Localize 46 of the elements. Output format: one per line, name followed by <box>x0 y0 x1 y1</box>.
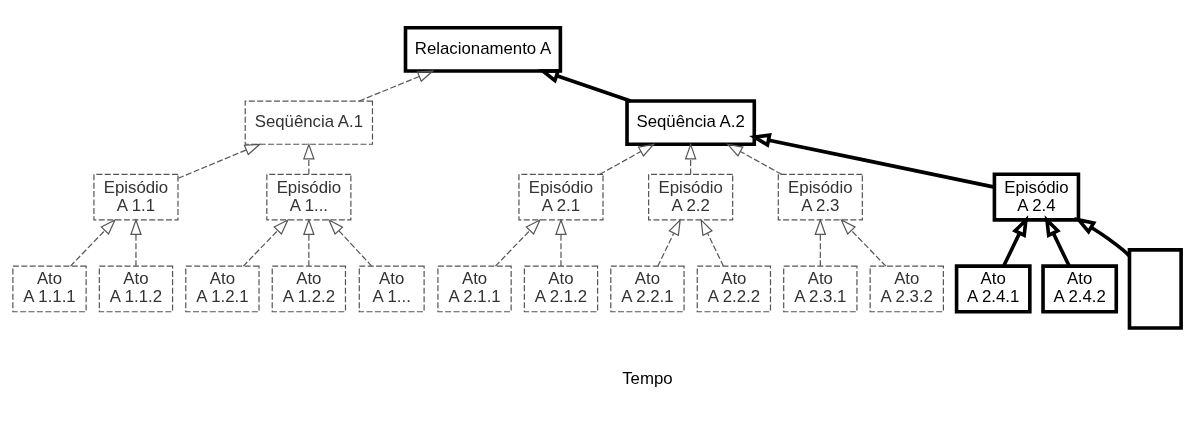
node-box: Ato A 1... <box>358 265 425 313</box>
arrow <box>749 133 995 189</box>
node-box: Episódio A 2.3 <box>777 173 863 221</box>
node-box: Seqüência A.1 <box>244 100 374 145</box>
node-box: Episódio A 2.4 <box>992 172 1081 222</box>
arrow <box>302 142 315 175</box>
node-box: Ato A 1.1.2 <box>98 265 174 313</box>
node-box: Ato A 1.1.1 <box>12 265 87 313</box>
arrow <box>700 218 724 267</box>
node-box: Ato A 2.4.1 <box>954 264 1032 314</box>
arrow <box>726 143 782 175</box>
node-box: Relacionamento A <box>403 26 563 73</box>
node-box: Episódio A 1.1 <box>93 173 179 221</box>
node-box: Episódio A 2.1 <box>518 173 604 221</box>
node-box: Ato A 2.3.2 <box>869 265 944 313</box>
node-box: Ato A 2.3.1 <box>783 265 858 313</box>
arrow <box>537 69 632 103</box>
arrow <box>302 218 315 267</box>
node-box: Ato A 2.2.1 <box>610 265 685 313</box>
arrow <box>599 143 656 175</box>
arrow <box>1074 217 1131 257</box>
arrow <box>494 218 542 267</box>
arrow <box>327 218 373 267</box>
arrow <box>130 218 142 267</box>
node-box: Episódio A 2.2 <box>648 173 734 221</box>
arrow <box>242 218 290 267</box>
node-box: Seqüência A.2 <box>625 99 757 147</box>
arrow <box>69 218 117 267</box>
arrow <box>1002 215 1029 267</box>
node-box: Ato A 2.2.2 <box>696 265 772 313</box>
node-box: Ato A 2.1.1 <box>437 265 512 313</box>
arrow <box>1044 215 1071 267</box>
node-box: Episódio A 1... <box>266 173 352 221</box>
arrow <box>177 143 262 179</box>
arrow <box>657 218 681 267</box>
node-box: Ato A 2.1.2 <box>523 265 599 313</box>
node-box <box>1127 248 1183 330</box>
arrow <box>814 218 827 267</box>
arrow <box>358 70 435 102</box>
arrow <box>555 218 567 267</box>
node-box: Ato A 2.4.2 <box>1041 264 1119 314</box>
arrow <box>684 142 697 175</box>
node-box: Ato A 1.2.1 <box>185 265 260 313</box>
node-box: Ato A 1.2.2 <box>271 265 347 313</box>
arrow <box>840 218 887 267</box>
label: Tempo <box>622 369 673 389</box>
